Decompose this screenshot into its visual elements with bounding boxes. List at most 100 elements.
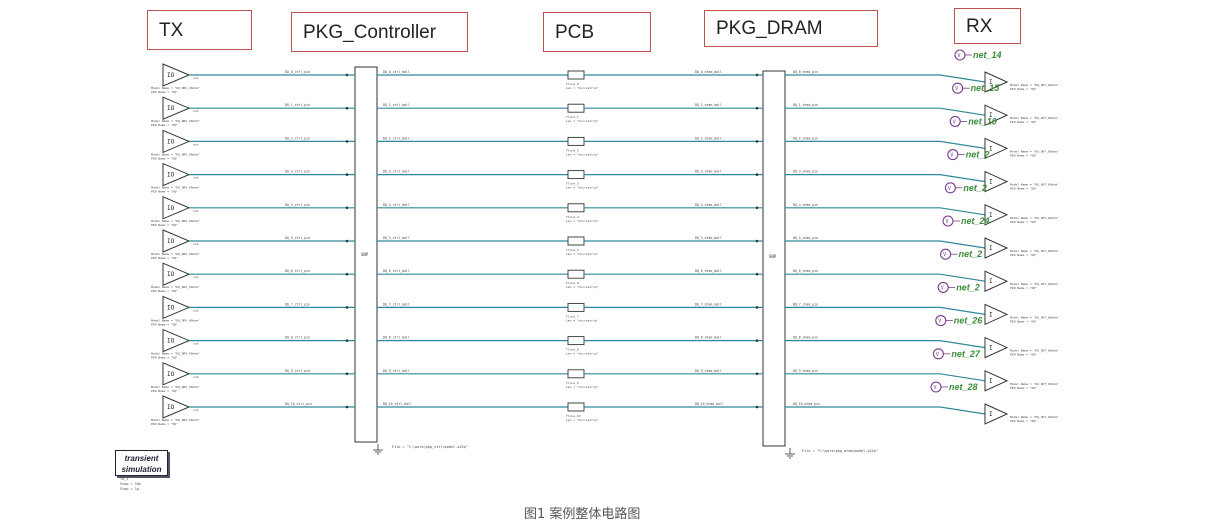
probe-glyph: V (958, 53, 961, 59)
pin-dot (755, 140, 759, 143)
tx-model-label: Model Name = "DQ_DRV_40ohm" (151, 352, 200, 356)
pkg-dram-file-label: File = "C:\work\pkg_dram\model.s22p" (802, 449, 878, 453)
tx-model-label: Model Name = "DQ_DRV_40ohm" (151, 86, 200, 90)
ctrl-pin-label: DQ_0_ctrl_pin (285, 70, 310, 74)
tx-model-label: Model Name = "DQ_DRV_40ohm" (151, 186, 200, 190)
rx-receiver-icon (984, 204, 1009, 226)
wire-dram-rx (785, 273, 986, 282)
pin-dot (755, 372, 759, 376)
tline-label: Tline_0 (566, 82, 579, 86)
rx-receiver-icon (984, 104, 1009, 126)
tline-label: Tline_10 (566, 414, 581, 418)
rx-header-label: RX (966, 16, 993, 37)
pin-dot (755, 272, 759, 276)
pin-label: out (193, 275, 199, 279)
tline-label: Tline_5 (566, 248, 579, 252)
pkg-controller-block-label: SNP (361, 252, 369, 257)
pin-dot (755, 339, 759, 342)
dram-ball-label: DQ_3_dram_ball (695, 170, 722, 174)
tx-pin-label: PIN Name = "DQ" (151, 190, 178, 194)
pin-label: out (193, 142, 199, 146)
dram-pin-label: DQ_6_dram_pin (793, 269, 818, 273)
dram-ball-label: DQ_10_dram_ball (695, 402, 724, 406)
tline-param-label: Len = "microstrip" (566, 152, 599, 156)
pcb-header-label: PCB (555, 22, 595, 43)
ctrl-ball-label: DQ_10_ctrl_ball (383, 402, 412, 406)
net-label: net_27 (951, 349, 981, 359)
net-label: net_10 (968, 116, 997, 126)
probe-glyph: V (938, 319, 941, 325)
pin-dot (345, 272, 349, 276)
ctrl-ball-label: DQ_8_ctrl_ball (383, 336, 410, 340)
pcb-tline-icon (567, 402, 585, 412)
rx-model-label: Model Name = "DQ_ODT_60ohm" (1010, 382, 1059, 386)
tx-driver-icon (162, 162, 191, 187)
net-label: net_2 (966, 150, 990, 160)
net-label: net_2 (959, 249, 983, 259)
dram-pin-label: DQ_2_dram_pin (793, 136, 818, 140)
tx-pin-label: PIN Name = "DQ" (151, 223, 178, 227)
pkg-controller-file-label: File = "C:\work\pkg_ctrl\model.s22p" (392, 445, 468, 449)
ctrl-ball-label: DQ_5_ctrl_ball (383, 236, 410, 240)
pkg-controller-header: PKG_Controller (291, 12, 468, 52)
transient-simulation-block[interactable]: transient simulation (115, 450, 168, 476)
probe-glyph: V (936, 352, 939, 358)
tx-driver-icon (162, 229, 191, 253)
tx-driver-label: IO (167, 371, 175, 378)
dram-pin-label: DQ_10_dram_pin (793, 402, 820, 406)
ctrl-pin-label: DQ_4_ctrl_pin (285, 203, 310, 207)
rx-pin-label: PIN Name = "DQ" (1010, 319, 1037, 323)
wire-dram-rx (785, 207, 986, 216)
rx-model-label: Model Name = "DQ_ODT_60ohm" (1010, 116, 1059, 120)
wire-dram-rx (785, 306, 986, 315)
ctrl-ball-label: DQ_4_ctrl_ball (383, 203, 410, 207)
tline-param-label: Len = "microstrip" (566, 385, 599, 389)
rx-pin-label: PIN Name = "DQ" (1010, 386, 1037, 390)
pin-dot (345, 339, 349, 342)
ctrl-pin-label: DQ_10_ctrl_pin (285, 402, 312, 406)
sim-param-label: TR_1 (120, 477, 128, 481)
net-label: net_2 (963, 183, 987, 193)
tx-driver-label: IO (167, 205, 175, 212)
wire-dram-rx (785, 107, 986, 116)
rx-receiver-label: I (989, 112, 993, 119)
rx-receiver-label: I (989, 345, 993, 352)
dram-ball-label: DQ_8_dram_ball (695, 336, 722, 340)
pcb-tline-icon (567, 203, 585, 213)
rx-pin-label: PIN Name = "DQ" (1010, 187, 1037, 191)
probe-glyph: V (941, 285, 944, 291)
ctrl-pin-label: DQ_1_ctrl_pin (285, 103, 310, 107)
tline-label: Tline_1 (566, 115, 579, 119)
tx-driver-label: IO (167, 338, 175, 345)
tx-driver-icon (162, 362, 191, 386)
tline-label: Tline_9 (566, 381, 579, 385)
pcb-tline-icon (567, 269, 585, 279)
dram-ground-icon (785, 448, 795, 459)
tline-label: Tline_8 (566, 348, 579, 352)
pin-label: out (193, 209, 199, 213)
pcb-tline-icon (567, 103, 585, 113)
wire-dram-rx (785, 74, 986, 83)
tx-pin-label: PIN Name = "DQ" (151, 90, 178, 94)
probe-glyph: V (946, 219, 949, 225)
pcb-tline-icon (567, 369, 585, 379)
net-label: net_14 (973, 50, 1002, 60)
dram-ball-label: DQ_7_dram_ball (695, 302, 722, 306)
tx-pin-label: PIN Name = "DQ" (151, 422, 178, 426)
pcb-tline-icon (567, 136, 585, 146)
rx-pin-label: PIN Name = "DQ" (1010, 286, 1037, 290)
tx-model-label: Model Name = "DQ_DRV_40ohm" (151, 318, 200, 322)
rx-header: RX (954, 8, 1021, 44)
pin-dot (755, 306, 759, 309)
tx-pin-label: PIN Name = "DQ" (151, 123, 178, 127)
rx-receiver-label: I (989, 145, 993, 152)
tline-label: Tline_2 (566, 148, 579, 152)
